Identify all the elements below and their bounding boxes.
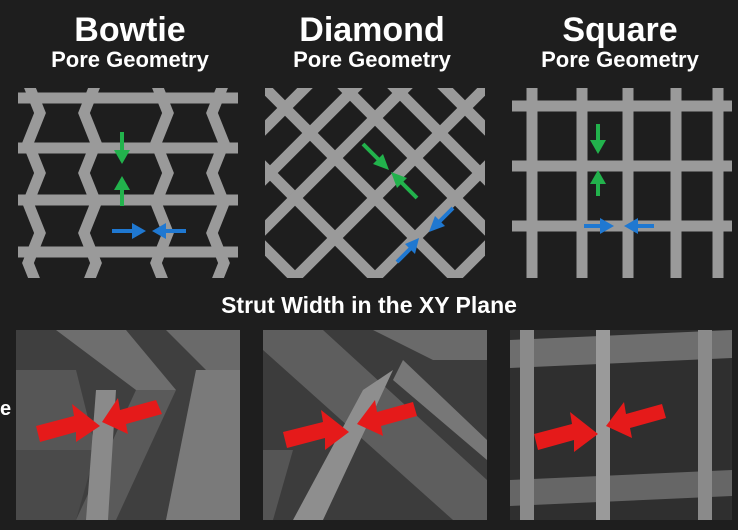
bowtie-subtitle: Pore Geometry (51, 47, 209, 72)
bowtie-heading: Bowtie Pore Geometry (30, 12, 230, 72)
square-subtitle: Pore Geometry (541, 47, 699, 72)
diamond-subtitle: Pore Geometry (293, 47, 451, 72)
square-closeup-panel (510, 330, 732, 520)
square-lattice-panel (512, 88, 732, 278)
bowtie-title: Bowtie (74, 11, 186, 49)
red-arrows (534, 402, 666, 452)
bowtie-closeup-panel (16, 330, 240, 520)
square-title: Square (562, 11, 678, 49)
diamond-heading: Diamond Pore Geometry (272, 12, 472, 72)
blue-arrows (584, 218, 654, 234)
section-title: Strut Width in the XY Plane (221, 292, 517, 318)
square-closeup (510, 330, 732, 520)
red-arrows (36, 398, 162, 442)
red-arrows (283, 400, 417, 450)
diamond-lattice (265, 88, 485, 278)
bowtie-lattice (18, 88, 238, 278)
green-arrows (361, 142, 419, 200)
bowtie-closeup (16, 330, 240, 520)
square-lattice (512, 88, 732, 278)
diamond-closeup-panel (263, 330, 487, 520)
blue-arrows (395, 206, 455, 264)
square-heading: Square Pore Geometry (520, 12, 720, 72)
bowtie-lattice-panel (18, 88, 238, 278)
green-arrows (114, 132, 130, 206)
diamond-title: Diamond (299, 11, 445, 49)
blue-arrows (112, 223, 186, 239)
green-arrows (590, 124, 606, 196)
partial-side-label: e (0, 398, 12, 420)
diamond-lattice-panel (265, 88, 485, 278)
diamond-closeup (263, 330, 487, 520)
